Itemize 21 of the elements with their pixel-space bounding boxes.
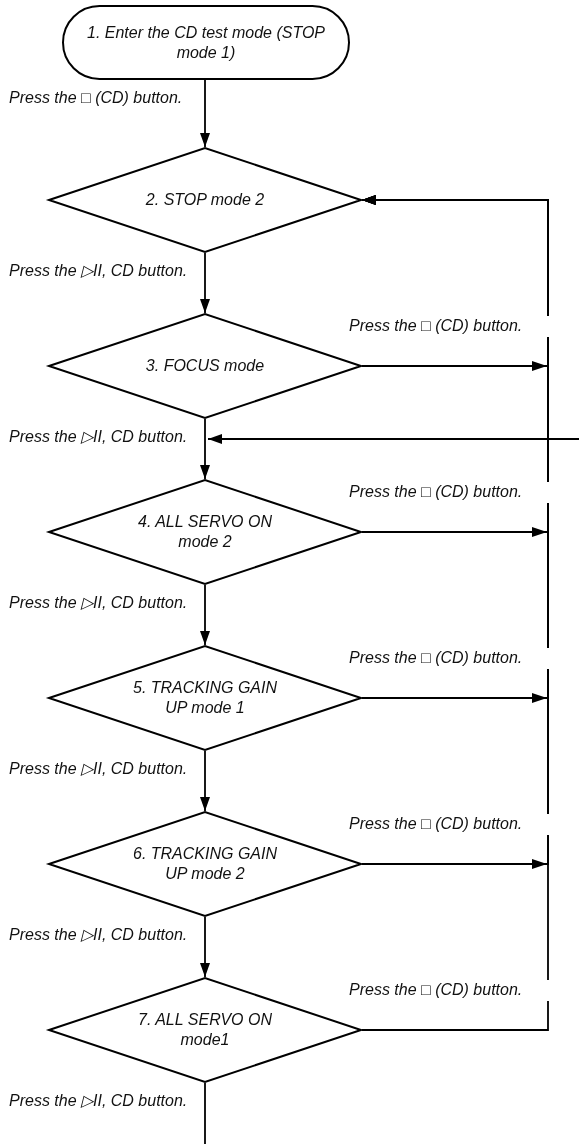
node-text: 5. TRACKING GAIN UP mode 1 — [132, 678, 278, 718]
edge-label: Press the □ (CD) button. — [349, 482, 549, 503]
arrow — [361, 195, 549, 1031]
arrow — [207, 434, 579, 444]
node-text: 7. ALL SERVO ON mode1 — [137, 1010, 273, 1050]
arrow — [200, 916, 210, 978]
edge-label: Press the □ (CD) button. — [349, 316, 549, 337]
edge-label: Press the □ (CD) button. — [349, 814, 549, 835]
node-text: 1. Enter the CD test mode (STOP mode 1) — [86, 22, 326, 63]
arrow — [200, 252, 210, 314]
decision-diamond — [48, 147, 362, 253]
arrow — [200, 750, 210, 812]
arrow — [200, 79, 210, 148]
node-text: 3. FOCUS mode — [145, 356, 265, 376]
node-text: 4. ALL SERVO ON mode 2 — [137, 512, 273, 552]
arrow — [200, 418, 210, 480]
node-text: 2. STOP mode 2 — [145, 190, 265, 210]
edge-label: Press the □ (CD) button. — [349, 980, 549, 1001]
arrow — [200, 584, 210, 646]
node-text: 6. TRACKING GAIN UP mode 2 — [132, 844, 278, 884]
edge-label: Press the □ (CD) button. — [349, 648, 549, 669]
